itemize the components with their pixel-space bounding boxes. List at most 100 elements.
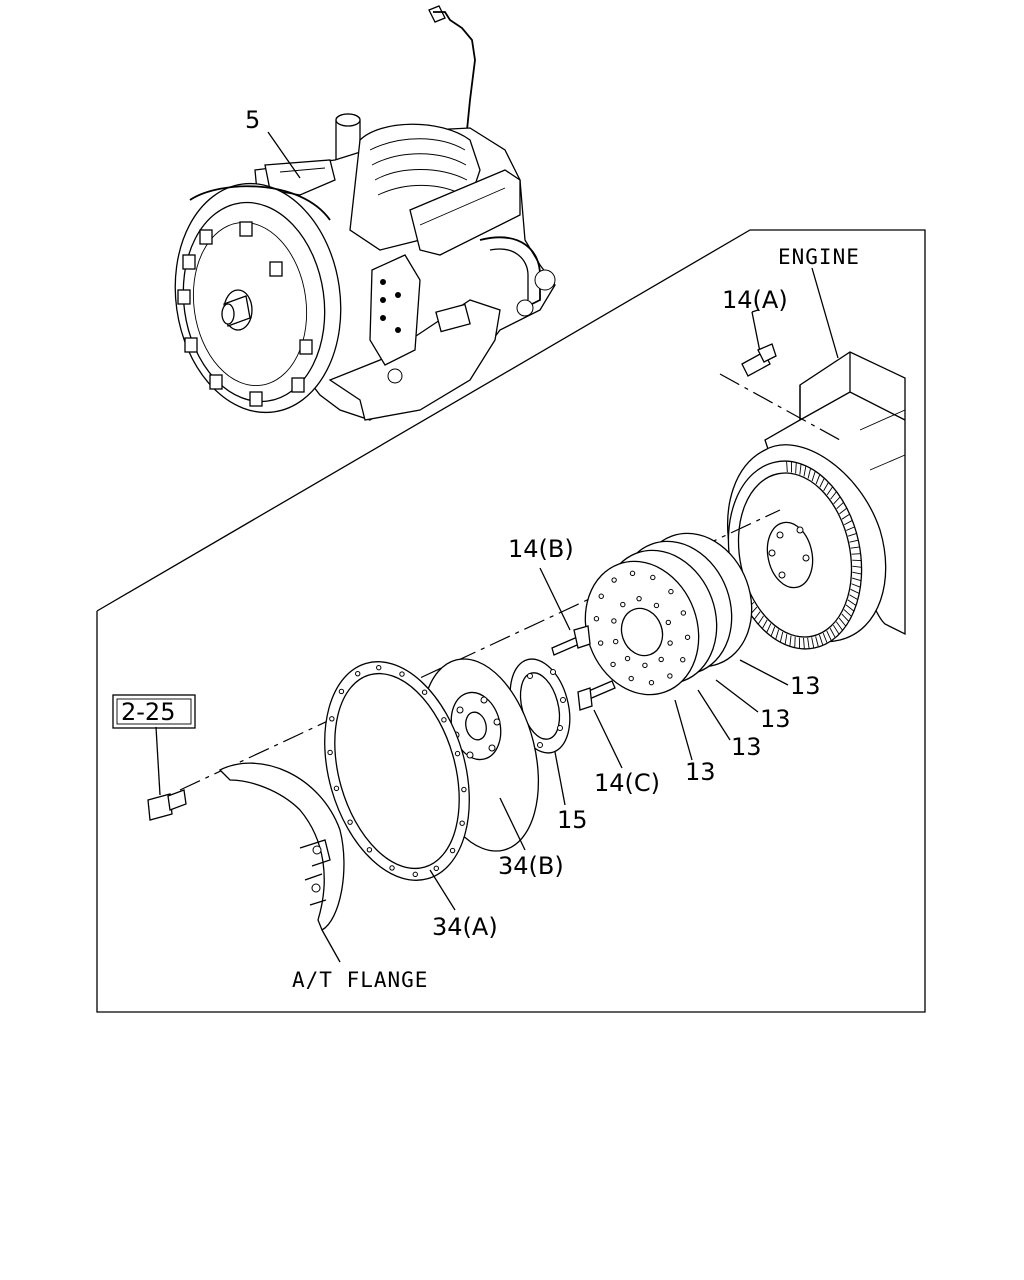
gear-tooth	[839, 507, 848, 515]
gear-tooth	[807, 468, 812, 479]
gear-tooth	[847, 533, 857, 537]
ring-hole	[333, 785, 340, 792]
gear-tooth	[770, 626, 776, 637]
plate-hole	[628, 675, 634, 682]
gear-tooth	[799, 463, 802, 475]
plate-hole	[610, 661, 616, 668]
label-bolt-14c: 14(C)	[594, 769, 660, 797]
gear-tooth	[850, 546, 860, 549]
gear-tooth	[822, 632, 828, 644]
plate-hole	[680, 610, 687, 616]
gear-tooth	[775, 629, 780, 640]
plate-hole	[624, 655, 631, 662]
plate-hole	[680, 657, 686, 663]
ring-hole	[389, 865, 395, 871]
gear-tooth	[836, 621, 843, 631]
ring-hole	[421, 689, 428, 695]
plate-hole	[665, 619, 672, 626]
gear-tooth	[815, 636, 819, 648]
ring-hole	[449, 847, 456, 854]
detail-frame	[96, 229, 926, 1013]
ring-hole	[329, 716, 335, 722]
gear-tooth	[823, 482, 829, 492]
gear-tooth	[841, 513, 850, 520]
bolt-14c	[577, 680, 623, 769]
label-bolt-14a: 14(A)	[722, 286, 788, 314]
plate-hole	[611, 618, 617, 624]
gear-tooth	[849, 594, 859, 601]
gear-tooth	[784, 633, 788, 645]
ring-hole	[461, 786, 467, 793]
ring-hole	[454, 750, 461, 757]
transmission-assembly	[174, 5, 556, 421]
ring-hole	[355, 670, 361, 677]
plate-hole	[658, 656, 664, 663]
plate-hole	[612, 638, 619, 645]
gear-tooth	[753, 611, 761, 620]
engine-block	[727, 267, 906, 650]
ring-hole	[338, 688, 345, 695]
gear-tooth	[838, 617, 847, 627]
label-washer-15: 15	[557, 806, 588, 834]
plate-hole	[620, 601, 626, 608]
plate-hole	[636, 595, 642, 602]
gear-tooth	[819, 477, 825, 488]
gear-tooth	[849, 539, 859, 543]
label-part-5: 5	[245, 106, 260, 134]
bolt-14a	[741, 311, 777, 377]
gear-tooth	[830, 491, 837, 500]
plate-hole	[597, 640, 604, 646]
label-bolt-14b: 14(B)	[508, 535, 574, 563]
ring-hole	[366, 847, 373, 853]
gear-tooth	[811, 470, 816, 482]
gear-tooth	[807, 637, 810, 649]
gear-tooth	[826, 630, 832, 641]
ring-hole	[459, 820, 465, 826]
gear-tooth	[761, 619, 768, 629]
plate-hole	[598, 593, 604, 599]
label-plate-34b: 34(B)	[498, 852, 564, 880]
label-plate-13-a: 13	[790, 672, 821, 700]
gear-tooth	[826, 486, 833, 496]
label-engine: ENGINE	[778, 245, 860, 269]
plate-34a	[324, 661, 470, 911]
gear-tooth	[757, 615, 764, 625]
gear-tooth	[847, 599, 857, 606]
label-plate-13-b: 13	[760, 705, 791, 733]
gear-tooth	[789, 635, 792, 647]
gear-tooth	[832, 624, 840, 635]
gear-tooth	[845, 604, 855, 612]
gear-tooth	[852, 571, 862, 575]
gear-tooth	[811, 637, 815, 649]
gear-tooth	[843, 609, 852, 617]
gear-tooth	[779, 631, 784, 643]
at-flange	[218, 762, 345, 963]
label-plate-13-d: 13	[685, 758, 716, 786]
gear-tooth	[795, 462, 797, 474]
gear-tooth	[819, 634, 824, 646]
ring-hole	[412, 871, 418, 878]
plate-hole	[668, 588, 674, 595]
gear-tooth	[841, 613, 850, 622]
gear-tooth	[803, 637, 805, 649]
ring-hole	[327, 749, 333, 756]
gear-tooth	[852, 565, 862, 568]
gear-tooth	[850, 588, 860, 594]
plate-hole	[593, 616, 600, 622]
gear-tooth	[766, 623, 772, 633]
gear-tooth	[786, 461, 788, 473]
plate-hole	[629, 570, 636, 577]
bolt-2-25	[147, 726, 187, 821]
plate-hole	[642, 662, 648, 669]
bolt-14b	[539, 567, 591, 656]
plate-hole	[648, 679, 655, 686]
drive-plates-13	[584, 532, 753, 696]
ring-hole	[441, 717, 447, 723]
ring-hole	[376, 664, 382, 671]
label-plate-34a: 34(A)	[432, 913, 498, 941]
label-plate-13-c: 13	[731, 733, 762, 761]
gear-tooth	[846, 526, 855, 531]
ref-box-2-25[interactable]: 2-25	[112, 694, 196, 729]
label-at-flange: A/T FLANGE	[292, 968, 428, 992]
